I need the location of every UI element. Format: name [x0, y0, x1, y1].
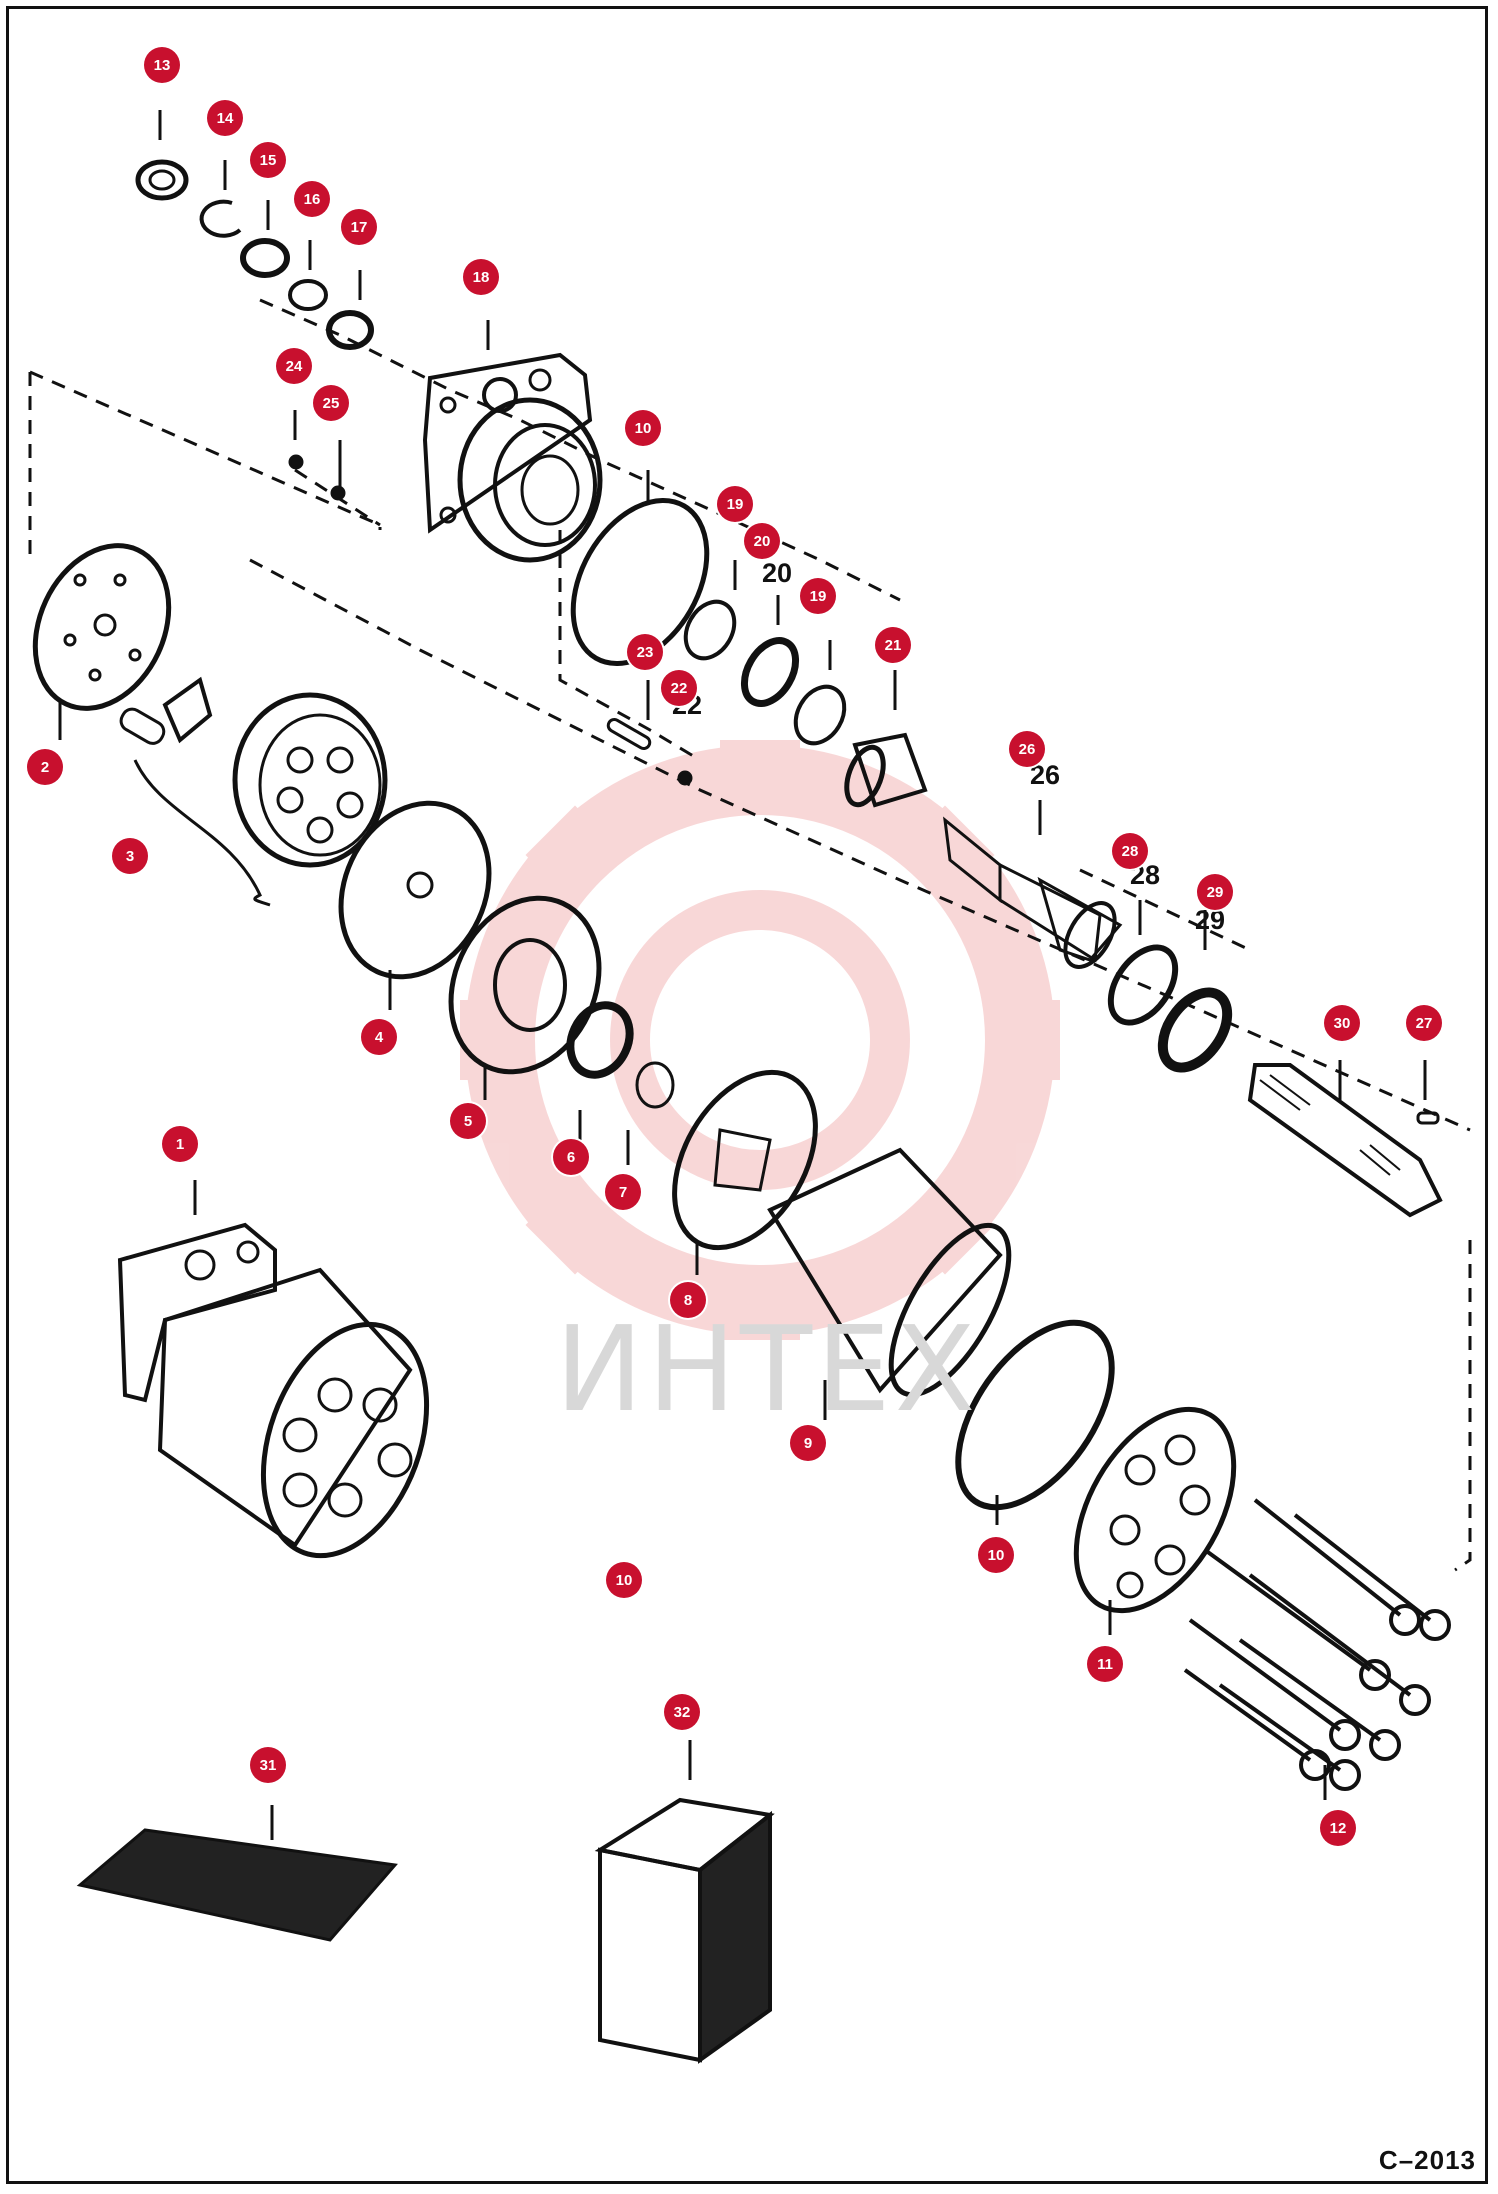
pin-23 [606, 718, 652, 750]
callout-badge[interactable]: 28 [1112, 833, 1148, 869]
roller-3 [119, 707, 166, 745]
callout-badge[interactable]: 10 [625, 410, 661, 446]
ball-24 [288, 454, 304, 470]
seal-17 [326, 310, 374, 350]
printed-number-20: 20 [762, 558, 793, 588]
watermark-text: ИНТЕХ [555, 1300, 980, 1438]
callout-badge[interactable]: 20 [744, 523, 780, 559]
washer-16 [288, 279, 328, 311]
seal-15 [240, 238, 290, 278]
callout-badge[interactable]: 4 [361, 1019, 397, 1055]
leader-lines [58, 110, 1427, 1840]
callout-badge[interactable]: 6 [553, 1139, 589, 1175]
callout-badge[interactable]: 13 [144, 47, 180, 83]
seal-29 [1157, 987, 1233, 1073]
key-27 [1416, 1111, 1440, 1125]
kit-box-32 [594, 1797, 775, 2064]
callout-badge[interactable]: 27 [1406, 1005, 1442, 1041]
ball-22 [677, 770, 693, 786]
callout-badge[interactable]: 1 [162, 1126, 198, 1162]
housing-18 [422, 352, 603, 563]
callout-badge[interactable]: 21 [875, 627, 911, 663]
spacer-plate-4 [338, 800, 492, 980]
callout-badge[interactable]: 16 [294, 181, 330, 217]
stator-3 [232, 692, 388, 868]
drive-shaft-26 [943, 816, 1123, 969]
ball-25 [330, 485, 346, 501]
callout-badge[interactable]: 5 [450, 1103, 486, 1139]
callout-badge[interactable]: 29 [1197, 874, 1233, 910]
callout-badge[interactable]: 11 [1087, 1646, 1123, 1682]
end-plate-2 [32, 543, 172, 711]
callout-badge[interactable]: 17 [341, 209, 377, 245]
callout-badge[interactable]: 10 [978, 1537, 1014, 1573]
valve-8 [672, 1069, 818, 1251]
callout-badge[interactable]: 18 [463, 259, 499, 295]
callout-badge[interactable]: 3 [112, 838, 148, 874]
callout-badge[interactable]: 15 [250, 142, 286, 178]
diagram-frame [6, 6, 1488, 2184]
thrust-bearing-20 [740, 637, 800, 707]
seal-28 [1107, 944, 1179, 1026]
callout-badge[interactable]: 23 [627, 634, 663, 670]
callout-badge[interactable]: 24 [276, 348, 312, 384]
o-ring-10-top [570, 497, 710, 667]
callout-badge[interactable]: 12 [1320, 1810, 1356, 1846]
callout-badge[interactable]: 30 [1324, 1005, 1360, 1041]
callout-badge[interactable]: 26 [1009, 731, 1045, 767]
callout-badge[interactable]: 32 [664, 1694, 700, 1730]
callout-badge[interactable]: 31 [250, 1747, 286, 1783]
o-ring-10-bottom [955, 1319, 1115, 1511]
end-cap-11 [1073, 1406, 1237, 1614]
bracket-3 [133, 759, 271, 907]
balance-ring-6 [566, 1001, 634, 1079]
watermark-gear-icon [460, 740, 1060, 1340]
seal-kit-31 [76, 1828, 398, 1942]
output-shaft-30 [1247, 1063, 1443, 1218]
callout-badge[interactable]: 7 [605, 1174, 641, 1210]
washer-19a [683, 599, 737, 661]
callout-badge[interactable]: 8 [670, 1282, 706, 1318]
rotor-gear-3 [162, 676, 213, 744]
callout-badge[interactable]: 22 [661, 670, 697, 706]
o-ring-7 [635, 1061, 675, 1109]
case-9 [767, 1147, 1012, 1398]
callout-badge[interactable]: 25 [313, 385, 349, 421]
callout-badge[interactable]: 2 [27, 749, 63, 785]
callout-badge[interactable]: 19 [717, 486, 753, 522]
callout-badge[interactable]: 9 [790, 1425, 826, 1461]
callout-badge[interactable]: 14 [207, 100, 243, 136]
bolts-12 [1183, 1498, 1451, 1791]
callout-badge[interactable]: 10 [606, 1562, 642, 1598]
washer-19b [793, 684, 847, 746]
printed-number-29: 29 [1195, 905, 1226, 935]
drawing-code: C–2013 [1378, 2145, 1476, 2175]
seal-13 [135, 159, 189, 201]
callout-badge[interactable]: 19 [800, 578, 836, 614]
assembled-motor-1 [117, 1222, 430, 1559]
retaining-ring-14 [199, 199, 242, 238]
needle-bearing-21 [844, 732, 928, 808]
